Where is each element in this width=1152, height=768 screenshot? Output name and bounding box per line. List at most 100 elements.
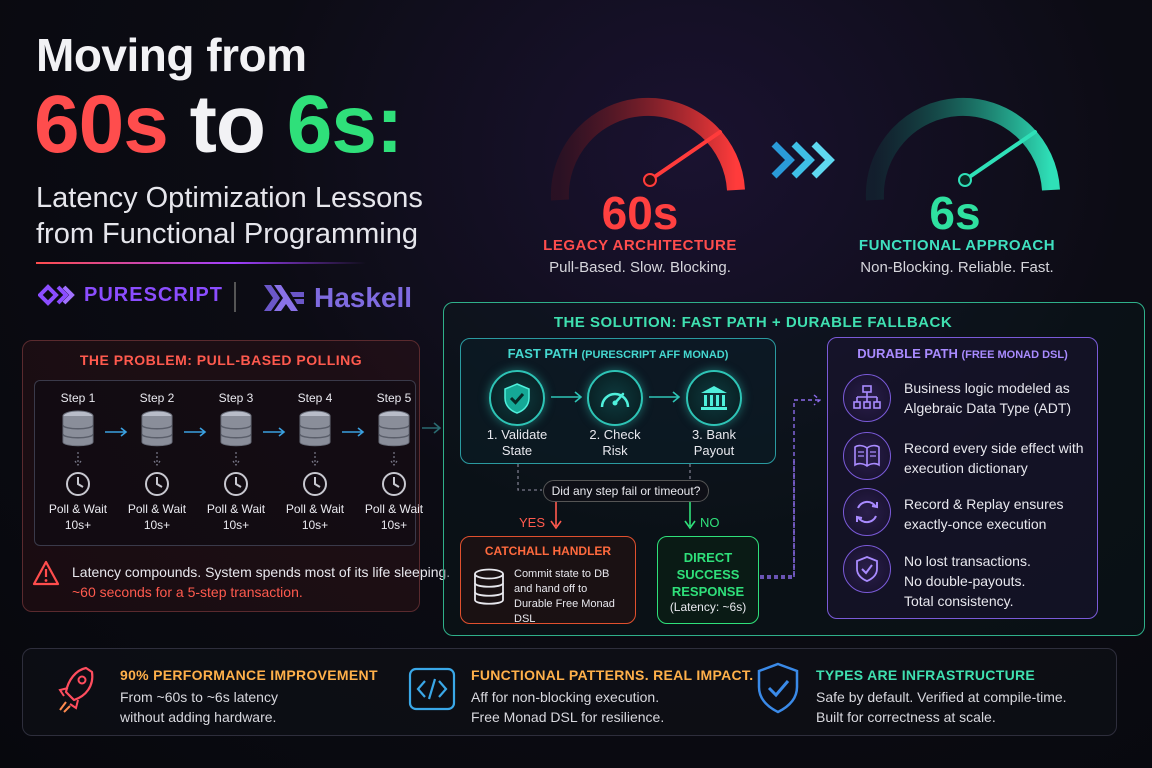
durable-item-2-icon-wrap — [843, 432, 891, 480]
footer-1-line1: From ~60s to ~6s latency — [120, 689, 278, 705]
step-wait-line1: Poll & Wait — [206, 502, 266, 516]
durable-path-title: DURABLE PATH (FREE MONAD DSL) — [827, 346, 1098, 361]
catchall-text: Commit state to DB and hand off to Durab… — [514, 567, 632, 627]
fast-step-3-line1: 3. Bank — [691, 427, 737, 442]
step-wait-line1: Poll & Wait — [48, 502, 108, 516]
headline-main: 60s to 6s: — [34, 84, 403, 166]
step-label: Step 1 — [60, 391, 96, 405]
fast-arrow-1-icon — [551, 391, 583, 403]
warning-line1: Latency compounds. System spends most of… — [72, 564, 451, 580]
bank-icon — [701, 386, 727, 410]
headline-from-value: 60s — [34, 79, 169, 170]
hierarchy-icon — [853, 385, 881, 409]
headline-divider — [36, 262, 366, 264]
fast-step-label-2: 2. Check Risk — [570, 427, 660, 459]
durable-subtitle: (FREE MONAD DSL) — [961, 349, 1068, 361]
durable-item-2: Record every side effect with execution … — [904, 438, 1094, 478]
catchall-line2: and hand off to — [514, 583, 588, 595]
step-wait-line1: Poll & Wait — [364, 502, 424, 516]
step-wait-line2: 10s+ — [143, 518, 171, 532]
dashed-down-connector-icon — [153, 452, 161, 466]
footer-2-line1: Aff for non-blocking execution. — [471, 689, 660, 705]
direct-line1: DIRECT — [683, 550, 733, 565]
step-wait-line1: Poll & Wait — [285, 502, 345, 516]
no-label: NO — [700, 515, 720, 530]
durable-item-3-line2: exactly-once execution — [904, 516, 1047, 532]
headline-to-value: 6s: — [286, 79, 404, 170]
step-label: Step 5 — [376, 391, 412, 405]
haskell-logo: Haskell — [262, 282, 412, 314]
footer-3-line2: Built for correctness at scale. — [816, 709, 996, 725]
database-icon — [474, 568, 504, 605]
brand-separator — [234, 282, 236, 312]
step-arrow-icon — [263, 427, 286, 437]
step-arrow-icon — [105, 427, 128, 437]
dashed-down-connector-icon — [74, 452, 82, 466]
fast-path-title-main: FAST PATH — [507, 346, 578, 361]
durable-item-4: No lost transactions. No double-payouts.… — [904, 551, 1094, 611]
clock-icon — [382, 472, 406, 496]
purescript-icon — [38, 284, 75, 306]
chevron-arrows-icon — [771, 141, 835, 179]
problem-step-4: Step 4 Poll & Wait 10s+ — [285, 391, 345, 533]
durable-item-4-line3: Total consistency. — [904, 593, 1014, 609]
step-arrow-icon — [342, 427, 365, 437]
code-icon — [408, 667, 456, 711]
headline-connector: to — [167, 79, 287, 170]
check-risk-node — [587, 370, 643, 426]
footer-3-line1: Safe by default. Verified at compile-tim… — [816, 689, 1067, 705]
clock-icon — [145, 472, 169, 496]
durable-item-2-line2: execution dictionary — [904, 460, 1028, 476]
speedometer-icon — [600, 392, 630, 408]
direct-line2: SUCCESS — [676, 567, 740, 582]
catchall-line1: Commit state to DB — [514, 568, 610, 580]
database-icon — [62, 410, 94, 447]
durable-item-3-icon-wrap — [843, 488, 891, 536]
legacy-value: 60s — [601, 187, 679, 239]
fast-arrow-2-icon — [649, 391, 681, 403]
step-wait-line2: 10s+ — [222, 518, 250, 532]
problem-title: THE PROBLEM: PULL-BASED POLLING — [79, 352, 363, 368]
fast-step-2-line1: 2. Check — [589, 427, 641, 442]
step-label: Step 3 — [218, 391, 254, 405]
fast-step-1-line1: 1. Validate — [486, 427, 548, 442]
shield-check-icon — [504, 383, 530, 414]
legacy-gauge-icon — [550, 97, 745, 201]
durable-title-main: DURABLE PATH — [857, 346, 958, 361]
headline-line1: Moving from — [36, 29, 307, 81]
functional-value: 6s — [929, 187, 981, 239]
problem-solution-arrow-icon — [422, 422, 442, 434]
footer-1-text: From ~60s to ~6s latency without adding … — [120, 687, 278, 727]
footer-1-line2: without adding hardware. — [120, 709, 277, 725]
functional-gauge-icon — [865, 97, 1060, 201]
durable-item-1-line1: Business logic modeled as — [904, 380, 1070, 396]
footer-2-text: Aff for non-blocking execution. Free Mon… — [471, 687, 664, 727]
legacy-description: Pull-Based. Slow. Blocking. — [549, 259, 731, 276]
functional-title: FUNCTIONAL APPROACH — [858, 237, 1056, 254]
catchall-line3: Durable Free Monad DSL — [514, 598, 615, 625]
durable-item-1-line2: Algebraic Data Type (ADT) — [904, 400, 1072, 416]
rocket-icon — [58, 666, 94, 713]
durable-item-3: Record & Replay ensures exactly-once exe… — [904, 494, 1094, 534]
problem-warning: Latency compounds. System spends most of… — [72, 562, 450, 602]
database-icon — [299, 410, 331, 447]
fast-step-label-3: 3. Bank Payout — [669, 427, 759, 459]
durable-item-1: Business logic modeled as Algebraic Data… — [904, 378, 1094, 418]
direct-line3: RESPONSE — [671, 584, 745, 599]
durable-item-2-line1: Record every side effect with — [904, 440, 1084, 456]
step-label: Step 4 — [297, 391, 333, 405]
validate-state-node — [489, 370, 545, 426]
headline-subtitle: Latency Optimization Lessons from Functi… — [36, 180, 423, 252]
fast-step-label-1: 1. Validate State — [472, 427, 562, 459]
haskell-icon — [264, 285, 304, 311]
fast-path-subtitle: (PURESCRIPT AFF MONAD) — [581, 349, 729, 361]
fast-step-2-line2: Risk — [602, 443, 628, 458]
warning-line2: ~60 seconds for a 5-step transaction. — [72, 584, 303, 600]
steps-box — [34, 380, 416, 546]
step-wait-line2: 10s+ — [301, 518, 329, 532]
book-icon — [854, 444, 880, 467]
subtitle-line1: Latency Optimization Lessons — [36, 182, 423, 214]
